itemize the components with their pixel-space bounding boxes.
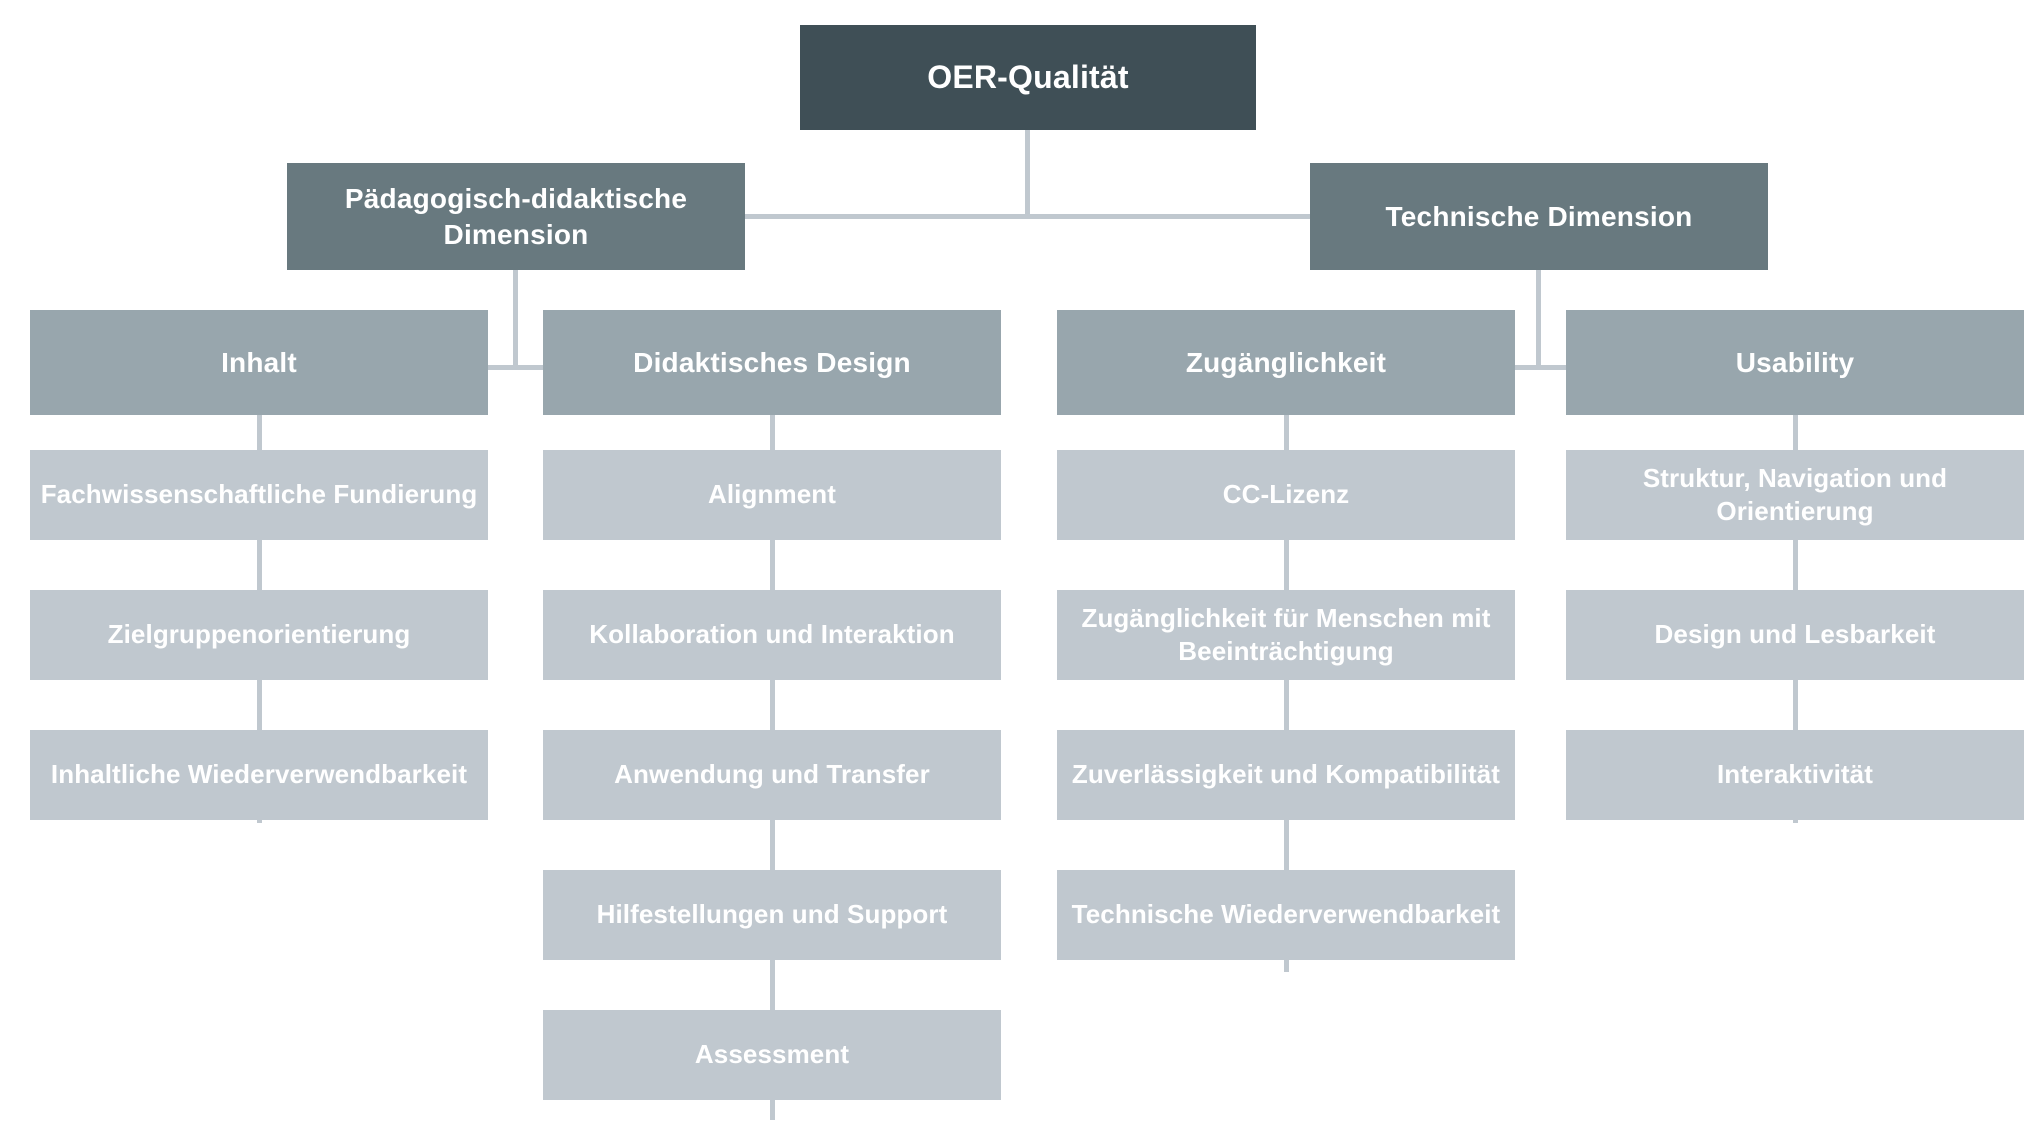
node-root-oer-qualitaet[interactable]: OER-Qualität [800, 25, 1256, 130]
node-criterion-struktur-navigation-und-orientierung[interactable]: Struktur, Navigation und Orientierung [1566, 450, 2024, 540]
node-criterion-fachwissenschaftliche-fundierung[interactable]: Fachwissenschaftliche Fundierung [30, 450, 488, 540]
node-criterion-cc-lizenz[interactable]: CC-Lizenz [1057, 450, 1515, 540]
connector-right-category-bar [1510, 365, 1571, 370]
node-category-didaktisches-design[interactable]: Didaktisches Design [543, 310, 1001, 415]
node-criterion-zielgruppenorientierung[interactable]: Zielgruppenorientierung [30, 590, 488, 680]
node-criterion-hilfestellungen-und-support[interactable]: Hilfestellungen und Support [543, 870, 1001, 960]
node-criterion-anwendung-und-transfer[interactable]: Anwendung und Transfer [543, 730, 1001, 820]
node-criterion-alignment[interactable]: Alignment [543, 450, 1001, 540]
node-criterion-zugaenglichkeit-fuer-menschen-mit-beeintraechtigung[interactable]: Zugänglichkeit für Menschen mit Beeinträ… [1057, 590, 1515, 680]
node-criterion-inhaltliche-wiederverwendbarkeit[interactable]: Inhaltliche Wiederverwendbarkeit [30, 730, 488, 820]
node-criterion-design-und-lesbarkeit[interactable]: Design und Lesbarkeit [1566, 590, 2024, 680]
node-criterion-zuverlaessigkeit-und-kompatibilitaet[interactable]: Zuverlässigkeit und Kompatibilität [1057, 730, 1515, 820]
node-criterion-kollaboration-und-interaktion[interactable]: Kollaboration und Interaktion [543, 590, 1001, 680]
node-category-inhalt[interactable]: Inhalt [30, 310, 488, 415]
connector-left-dimension-stem [513, 270, 518, 367]
node-category-zugaenglichkeit[interactable]: Zugänglichkeit [1057, 310, 1515, 415]
node-category-usability[interactable]: Usability [1566, 310, 2024, 415]
connector-column-zugaenglichkeit [1284, 415, 1289, 972]
node-dimension-paedagogisch-didaktisch[interactable]: Pädagogisch-didaktische Dimension [287, 163, 745, 270]
connector-right-dimension-stem [1536, 270, 1541, 367]
node-dimension-technisch[interactable]: Technische Dimension [1310, 163, 1768, 270]
node-criterion-interaktivitaet[interactable]: Interaktivität [1566, 730, 2024, 820]
connector-root-stem [1025, 130, 1030, 216]
node-criterion-technische-wiederverwendbarkeit[interactable]: Technische Wiederverwendbarkeit [1057, 870, 1515, 960]
connector-dimension-spine [745, 214, 1311, 219]
connector-left-category-bar [486, 365, 547, 370]
node-criterion-assessment[interactable]: Assessment [543, 1010, 1001, 1100]
